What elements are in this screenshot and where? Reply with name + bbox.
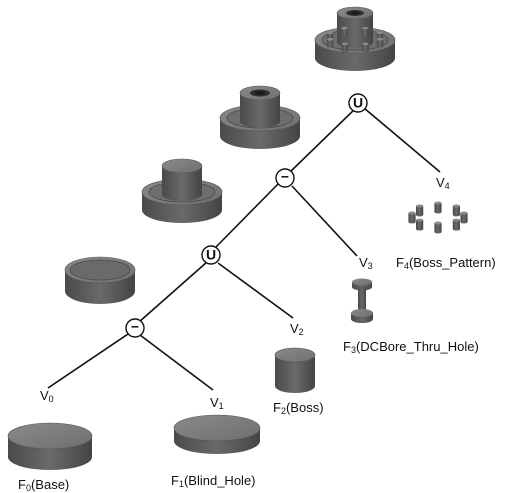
pin-cylinder [452,204,460,217]
volume-prefix: V [40,388,49,403]
volume-subscript: 0 [49,394,54,404]
feature-label-f1: F1(Blind_Hole) [171,473,256,489]
feature-name: (Boss) [286,400,324,415]
edge-union-mid-to-diff-low [138,261,208,323]
feature-subscript: 4 [404,261,409,271]
volume-prefix: V [290,321,299,336]
pin-cylinder [460,211,468,224]
difference-symbol: − [281,169,289,185]
volume-label-v1: V1 [210,395,224,411]
pin-cylinder [452,218,460,231]
pin-cylinder [416,204,424,217]
pin-cylinder [341,26,348,37]
operator-circle [348,93,368,113]
edge-diff-mid-to-v3 [291,185,358,257]
pin-cylinder [362,42,369,53]
pin-cylinder [361,26,369,37]
solid-base-disk [7,422,93,470]
operator-circle [275,168,295,188]
tree-edges [47,105,441,391]
volume-prefix: V [210,395,219,410]
volume-label-v3: V3 [359,255,373,271]
feature-name: (DCBore_Thru_Hole) [356,339,479,354]
volume-label-v0: V0 [40,388,54,404]
union-symbol: U [353,95,363,111]
solid-disk-with-boss [141,158,223,223]
pin-cylinder [434,201,442,214]
volume-label-v2: V2 [290,321,304,337]
operator-diff-mid: − [275,168,295,188]
edge-diff-low-to-v0 [47,333,129,389]
edge-union-top-to-diff-mid [288,105,359,174]
feature-label-f2: F2(Boss) [273,400,324,416]
feature-name: (Blind_Hole) [184,473,256,488]
pin-cylinder [434,221,442,234]
operator-union-top: U [348,93,368,113]
feature-prefix: F [396,255,404,270]
volume-subscript: 2 [299,327,304,337]
solid-blind-hole-disk [173,414,261,454]
feature-prefix: F [273,400,281,415]
feature-prefix: F [171,473,179,488]
operator-circle [201,245,221,265]
edge-diff-mid-to-union-mid [214,181,281,249]
union-symbol: U [206,247,216,263]
difference-symbol: − [131,319,139,335]
operator-union-mid: U [201,245,221,265]
edge-diff-low-to-v1 [139,334,214,391]
feature-name: (Base) [31,477,69,492]
volume-subscript: 3 [368,261,373,271]
feature-subscript: 3 [351,345,356,355]
feature-subscript: 2 [281,406,286,416]
feature-label-f3: F3(DCBore_Thru_Hole) [343,339,479,355]
edge-union-mid-to-v2 [217,262,294,319]
feature-prefix: F [343,339,351,354]
volume-prefix: V [359,255,368,270]
feature-subscript: 0 [26,483,31,493]
edge-union-top-to-v4 [363,107,441,173]
pin-cylinder [376,37,384,48]
volume-prefix: V [436,175,445,190]
solid-disk-with-bored-boss [219,85,301,149]
feature-subscript: 1 [179,479,184,489]
feature-label-f4: F4(Boss_Pattern) [396,255,496,271]
volume-subscript: 1 [219,401,224,411]
volume-subscript: 4 [445,181,450,191]
solid-boss-cylinder [274,347,316,393]
operator-diff-low: − [125,318,145,338]
feature-label-f0: F0(Base) [18,477,69,493]
feature-name: (Boss_Pattern) [409,255,496,270]
solid-boss-pattern [408,201,468,234]
solid-dcbore-thru-hole [351,278,373,323]
solid-pocketed-disk [64,256,136,304]
feature-prefix: F [18,477,26,492]
pin-cylinder [408,211,416,224]
operator-circle [125,318,145,338]
pin-cylinder [341,42,349,53]
pin-cylinder [416,218,424,231]
volume-label-v4: V4 [436,175,450,191]
pin-cylinder [326,38,334,48]
solid-final-part [314,6,396,71]
